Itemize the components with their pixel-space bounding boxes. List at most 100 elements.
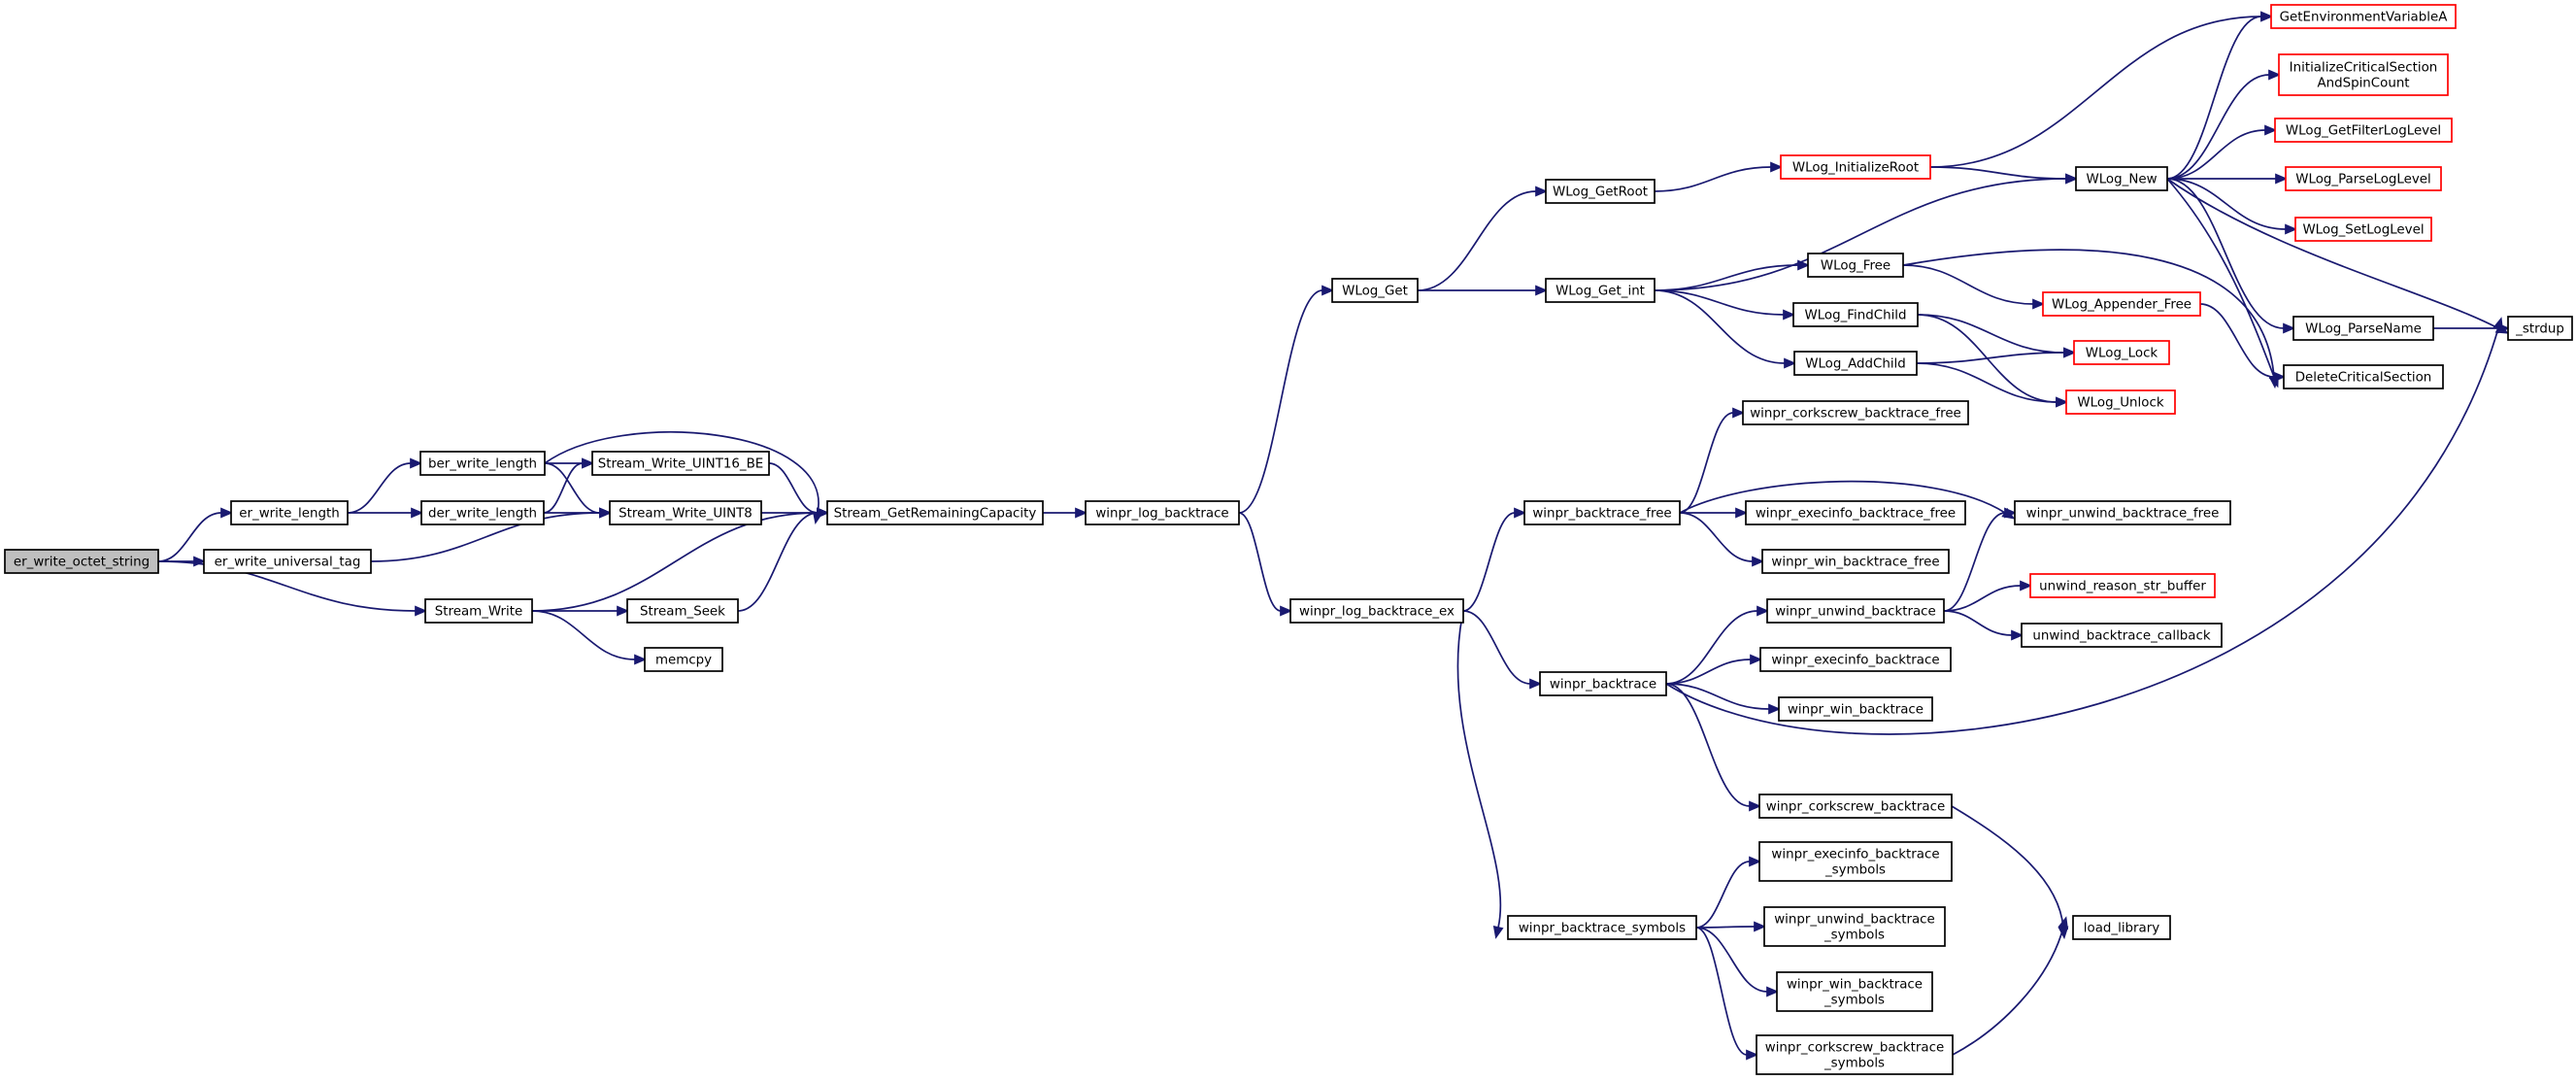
node-box (420, 500, 545, 525)
node-label: _symbols (1823, 994, 1885, 1008)
node-label: er_write_universal_tag (215, 556, 361, 570)
node-deletecriticalsection[interactable]: DeleteCriticalSection (2283, 364, 2444, 389)
node-winpr-win-backtrace-free[interactable]: winpr_win_backtrace_free (1761, 549, 1950, 574)
node-memcpy[interactable]: memcpy (644, 647, 723, 672)
node-wlog-findchild[interactable]: WLog_FindChild (1792, 302, 1919, 327)
node-box (1776, 971, 1933, 1012)
node-box (1085, 500, 1240, 525)
node-stream-write-uint8[interactable]: Stream_Write_UINT8 (609, 500, 762, 525)
node-er-write-length[interactable]: er_write_length (230, 500, 349, 525)
edge-er_write_universal_tag-to-Stream_Write_UINT8 (370, 512, 601, 562)
edge-WLog_Free-to-DeleteCriticalSection (1902, 249, 2275, 378)
edge-WLog_Get-to-WLog_GetRoot (1417, 190, 1537, 291)
node-winpr-log-backtrace-ex[interactable]: winpr_log_backtrace_ex (1289, 598, 1464, 624)
node-unwind-reason-str-buffer[interactable]: unwind_reason_str_buffer (2029, 573, 2216, 598)
node--strdup[interactable]: _strdup (2507, 316, 2573, 341)
node-unwind-backtrace-callback[interactable]: unwind_backtrace_callback (2021, 623, 2223, 648)
node-wlog-new[interactable]: WLog_New (2075, 166, 2168, 191)
node-stream-getremainingcapacity[interactable]: Stream_GetRemainingCapacity (826, 500, 1044, 525)
node-label: Stream_GetRemainingCapacity (834, 507, 1037, 522)
edge-er_write_octet_string-to-er_write_length (157, 512, 222, 562)
node-box (2270, 4, 2457, 29)
node-wlog-setloglevel[interactable]: WLog_SetLogLevel (2294, 217, 2432, 242)
node-label: WLog_AddChild (1805, 357, 1906, 372)
node-box (2294, 217, 2432, 242)
edge-arrowhead (599, 507, 613, 519)
node-label: memcpy (655, 654, 712, 668)
edge-winpr_backtrace-to-winpr_corkscrew_backtrace (1665, 683, 1751, 807)
node-stream-write-uint16-be[interactable]: Stream_Write_UINT16_BE (591, 451, 770, 476)
node-load-library[interactable]: load_library (2072, 915, 2171, 940)
node-wlog-get[interactable]: WLog_Get (1331, 278, 1419, 303)
edge-WLog_FindChild-to-WLog_Lock (1917, 314, 2065, 354)
edge-WLog_GetRoot-to-WLog_InitializeRoot (1654, 166, 1772, 192)
edge-arrowhead (2057, 916, 2069, 930)
edge-winpr_backtrace_symbols-to-winpr_execinfo_backtrace_symbols (1695, 861, 1751, 929)
edge-ber_write_length-to-Stream_Write_UINT8 (544, 462, 601, 514)
node-wlog-parseloglevel[interactable]: WLog_ParseLogLevel (2285, 166, 2442, 191)
node-label: winpr_execinfo_backtrace (1771, 848, 1939, 862)
node-winpr-corkscrew-backtrace-symbols[interactable]: winpr_corkscrew_backtrace_symbols (1756, 1034, 1954, 1075)
node-stream-write[interactable]: Stream_Write (424, 598, 533, 624)
node-box (1507, 915, 1697, 940)
node-label: Stream_Seek (640, 605, 725, 620)
node-wlog-appender-free[interactable]: WLog_Appender_Free (2042, 291, 2201, 317)
edge-winpr_log_backtrace-to-WLog_Get (1238, 289, 1323, 514)
node-wlog-parsename[interactable]: WLog_ParseName (2292, 316, 2434, 341)
node-label: winpr_win_backtrace_free (1771, 556, 1939, 570)
node-wlog-free[interactable]: WLog_Free (1807, 253, 1904, 278)
node-der-write-length[interactable]: der_write_length (420, 500, 545, 525)
node-box (230, 500, 349, 525)
node-winpr-execinfo-backtrace[interactable]: winpr_execinfo_backtrace (1759, 647, 1952, 672)
edge-arrowhead (634, 654, 648, 665)
node-winpr-win-backtrace[interactable]: winpr_win_backtrace (1778, 696, 1933, 722)
node-label: WLog_Get_int (1556, 285, 1645, 299)
node-winpr-corkscrew-backtrace-free[interactable]: winpr_corkscrew_backtrace_free (1742, 400, 1969, 425)
node-er-write-octet-string[interactable]: er_write_octet_string (4, 549, 159, 574)
node-wlog-unlock[interactable]: WLog_Unlock (2065, 389, 2176, 415)
node-box (203, 549, 372, 574)
node-winpr-log-backtrace[interactable]: winpr_log_backtrace (1085, 500, 1240, 525)
node-winpr-unwind-backtrace-free[interactable]: winpr_unwind_backtrace_free (2014, 500, 2231, 525)
node-winpr-corkscrew-backtrace[interactable]: winpr_corkscrew_backtrace (1758, 794, 1953, 819)
edge-WLog_New-to-WLog_SetLogLevel (2166, 178, 2287, 230)
node-stream-seek[interactable]: Stream_Seek (626, 598, 739, 624)
node-box (591, 451, 770, 476)
node-wlog-getroot[interactable]: WLog_GetRoot (1545, 179, 1656, 204)
edge-WLog_New-to-WLog_GetFilterLogLevel (2166, 129, 2266, 180)
node-box (1331, 278, 1419, 303)
node-box (1763, 906, 1946, 947)
node-wlog-initializeroot[interactable]: WLog_InitializeRoot (1780, 154, 1931, 180)
node-label: WLog_Lock (2086, 347, 2158, 361)
edge-arrowhead (1492, 925, 1504, 939)
node-er-write-universal-tag[interactable]: er_write_universal_tag (203, 549, 372, 574)
node-getenvironmentvariablea[interactable]: GetEnvironmentVariableA (2270, 4, 2457, 29)
node-box (1792, 302, 1919, 327)
node-wlog-lock[interactable]: WLog_Lock (2073, 340, 2170, 365)
edge-winpr_backtrace-to-winpr_execinfo_backtrace (1665, 659, 1752, 685)
edge-arrowhead (410, 457, 423, 469)
node-wlog-get-int[interactable]: WLog_Get_int (1545, 278, 1656, 303)
node-winpr-backtrace-free[interactable]: winpr_backtrace_free (1523, 500, 1681, 525)
node-box (626, 598, 739, 624)
node-winpr-win-backtrace-symbols[interactable]: winpr_win_backtrace_symbols (1776, 971, 1933, 1012)
node-winpr-unwind-backtrace-symbols[interactable]: winpr_unwind_backtrace_symbols (1763, 906, 1946, 947)
edge-winpr_corkscrew_backtrace_symbols-to-load_library (1952, 927, 2064, 1056)
node-label: Stream_Write (435, 605, 523, 620)
edge-arrowhead (2020, 580, 2033, 591)
node-winpr-backtrace-symbols[interactable]: winpr_backtrace_symbols (1507, 915, 1697, 940)
node-winpr-execinfo-backtrace-free[interactable]: winpr_execinfo_backtrace_free (1745, 500, 1966, 525)
node-wlog-addchild[interactable]: WLog_AddChild (1793, 351, 1918, 376)
node-winpr-backtrace[interactable]: winpr_backtrace (1539, 671, 1667, 696)
node-label: load_library (2084, 922, 2159, 936)
node-label: winpr_backtrace (1550, 678, 1656, 693)
node-winpr-execinfo-backtrace-symbols[interactable]: winpr_execinfo_backtrace_symbols (1758, 841, 1953, 882)
node-box (1778, 696, 1933, 722)
node-ber-write-length[interactable]: ber_write_length (419, 451, 546, 476)
node-label: WLog_Free (1821, 259, 1890, 274)
node-winpr-unwind-backtrace[interactable]: winpr_unwind_backtrace (1766, 598, 1945, 624)
edge-Stream_Write-to-memcpy (531, 610, 636, 660)
node-wlog-getfilterloglevel[interactable]: WLog_GetFilterLogLevel (2274, 118, 2453, 143)
edge-arrowhead (1075, 507, 1088, 519)
